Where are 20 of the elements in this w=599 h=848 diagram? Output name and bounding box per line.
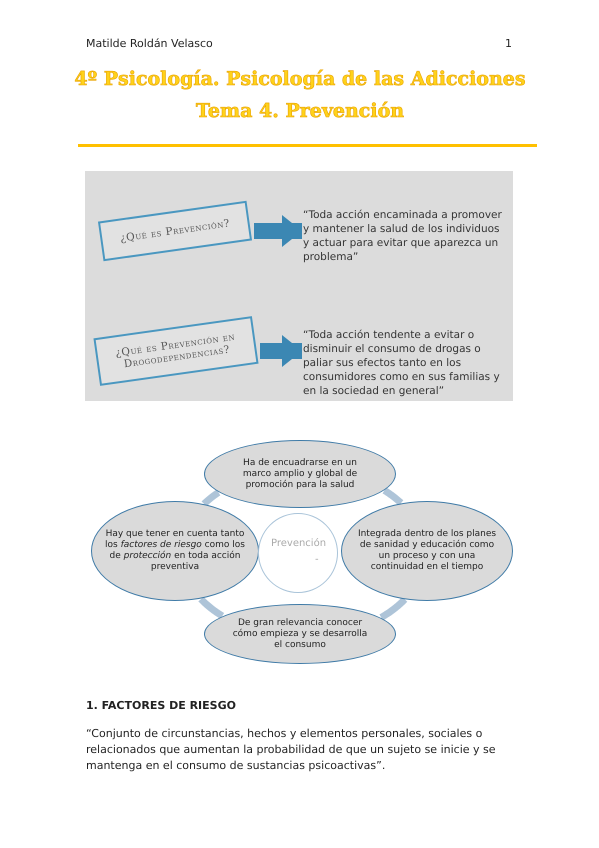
dash-mark: - — [315, 554, 319, 565]
center-label: Prevención — [271, 538, 326, 549]
arrow — [254, 215, 302, 247]
page-title: 4º Psicología. Psicología de las Adicciones — [73, 68, 527, 92]
ring-segment — [382, 487, 404, 506]
arrow — [260, 335, 302, 367]
ellipse-bubble: Integrada dentro de los planes de sanidad y educación como un proceso y con una continuidad en el tiempo — [341, 501, 513, 601]
definition-text: “Toda acción tendente a evitar o disminuir el consumo de drogas o paliar sus efectos tanto en los consumidores como en sus familias y en la sociedad en general” — [303, 328, 508, 398]
ellipse-bubble: Ha de encuadrarse en un marco amplio y global de promoción para la salud — [204, 440, 396, 508]
ring-segment — [378, 596, 408, 621]
subtitle: Tema 4. Prevención — [194, 103, 406, 119]
ellipse-bubble: Hay que tener en cuenta tanto los factores de riesgo como los de protección en toda acción preventiva — [91, 501, 259, 601]
definition-text: “Toda acción encaminada a promover y mantener la salud de los individuos y actuar para evitar que aparezca un problema” — [303, 208, 503, 264]
author-name: Matilde Roldán Velasco — [86, 36, 214, 52]
section-heading: 1. FACTORES DE RIESGO — [86, 698, 237, 714]
ring-segment — [201, 489, 222, 507]
page-number: 1 — [504, 36, 512, 52]
ring-segment — [198, 596, 225, 619]
paragraph: “Conjunto de circunstancias, hechos y elementos personales, sociales o relacionados que aumentan la probabilidad de que un sujeto se inicie y se mantenga en el consumo de sustancias psicoactivas”. — [86, 726, 497, 774]
ellipse-bubble: De gran relevancia conocer cómo empieza y se desarrolla el consumo — [204, 604, 396, 664]
